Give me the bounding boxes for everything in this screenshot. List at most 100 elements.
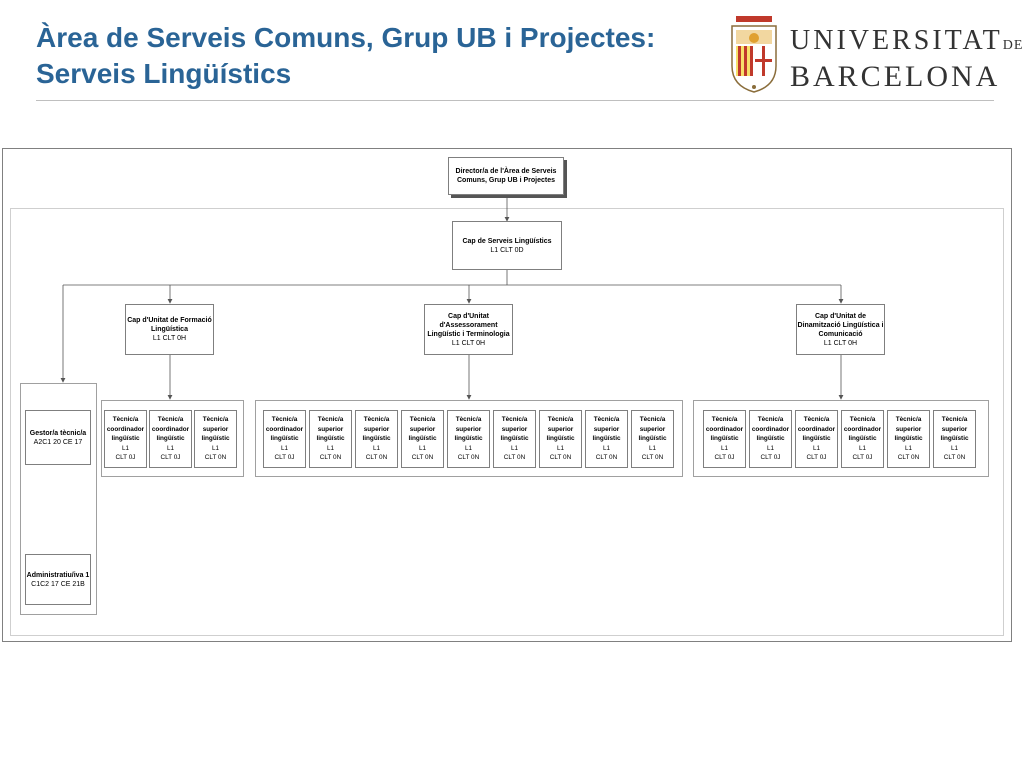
tecnic-coordinador-label: coordinador xyxy=(265,425,304,433)
tecnic-label: Tècnic/a xyxy=(157,416,184,424)
tecnic-label: Tècnic/a xyxy=(455,416,482,424)
unit-dinamitzacio-line-1: Cap d'Unitat de xyxy=(814,312,867,320)
tecnic-coordinador-label: coordinador xyxy=(751,425,790,433)
tecnic-clt-code: CLT 0J xyxy=(852,454,873,462)
tecnic-label: Tècnic/a xyxy=(895,416,922,424)
tecnic-linguistic-label: lingüístic xyxy=(638,435,667,443)
tecnic-clt-code: CLT 0J xyxy=(806,454,827,462)
tecnic-linguistic-label: lingüístic xyxy=(316,435,345,443)
tecnic-level: L1 xyxy=(766,444,775,452)
tecnic-clt-code: CLT 0N xyxy=(319,454,342,462)
slide-title-line-2: Serveis Lingüístics xyxy=(36,58,292,89)
tecnic-coordinador-label: coordinador xyxy=(106,425,145,433)
unit-dinamitzacio-code: L1 CLT 0H xyxy=(823,339,858,347)
tecnic-level: L1 xyxy=(950,444,959,452)
tecnic-superior-label: superior xyxy=(547,425,574,433)
unit-assessorament-code: L1 CLT 0H xyxy=(451,339,486,347)
tecnic-superior-label: superior xyxy=(639,425,666,433)
slide-title-line-1: Àrea de Serveis Comuns, Grup UB i Projec… xyxy=(36,22,656,53)
unit-assessorament-box: Cap d'Unitat d'Assessorament Lingüístic … xyxy=(424,304,513,355)
tecnic-clt-code: CLT 0J xyxy=(274,454,295,462)
tecnic-coordinador-label: coordinador xyxy=(843,425,882,433)
title-divider xyxy=(36,100,994,101)
director-line-2: Comuns, Grup UB i Projectes xyxy=(456,177,556,184)
administratiu-code: C1C2 17 CE 21B xyxy=(31,580,85,588)
org-chart-frame xyxy=(2,148,1012,642)
tecnic-level: L1 xyxy=(464,444,473,452)
tecnic-clt-code: CLT 0J xyxy=(714,454,735,462)
tecnic-clt-code: CLT 0J xyxy=(160,454,181,462)
tecnic-clt-code: CLT 0J xyxy=(115,454,136,462)
director-line-1: Director/a de l'Àrea de Serveis xyxy=(455,168,557,175)
director-box: Director/a de l'Àrea de Serveis Comuns, … xyxy=(448,157,564,195)
slide-title: Àrea de Serveis Comuns, Grup UB i Projec… xyxy=(36,20,736,92)
tecnic-clt-code: CLT 0N xyxy=(641,454,664,462)
tecnic-label: Tècnic/a xyxy=(501,416,528,424)
tecnic-level: L1 xyxy=(858,444,867,452)
unit-assessorament-line-2: d'Assessorament xyxy=(439,321,498,329)
tecnic-label: Tècnic/a xyxy=(547,416,574,424)
tecnic-level: L1 xyxy=(510,444,519,452)
tecnic-clt-code: CLT 0N xyxy=(943,454,966,462)
tecnic-level: L1 xyxy=(280,444,289,452)
tecnic-linguistic-label: lingüístic xyxy=(500,435,529,443)
tecnic-label: Tècnic/a xyxy=(757,416,784,424)
tecnic-clt-code: CLT 0N xyxy=(365,454,388,462)
unit-formacio-line-1: Cap d'Unitat de Formació xyxy=(127,317,212,324)
tecnic-linguistic-label: lingüístic xyxy=(894,435,923,443)
tecnic-label: Tècnic/a xyxy=(711,416,738,424)
unit-dinamitzacio-box: Cap d'Unitat de Dinamització Lingüística… xyxy=(796,304,885,355)
tecnic-coordinador-label: coordinador xyxy=(705,425,744,433)
gestor-tecnic-box: Gestor/a tècnic/a A2C1 20 CE 17 xyxy=(25,410,91,465)
unit-formacio-box: Cap d'Unitat de Formació Lingüística L1 … xyxy=(125,304,214,355)
tecnic-level: L1 xyxy=(904,444,913,452)
tecnic-clt-code: CLT 0N xyxy=(595,454,618,462)
tecnic-label: Tècnic/a xyxy=(593,416,620,424)
tecnic-level: L1 xyxy=(556,444,565,452)
tecnic-coordinador-label: coordinador xyxy=(797,425,836,433)
tecnic-label: Tècnic/a xyxy=(317,416,344,424)
tecnic-level: L1 xyxy=(648,444,657,452)
tecnic-clt-code: CLT 0N xyxy=(503,454,526,462)
tecnic-level: L1 xyxy=(812,444,821,452)
cap-serveis-title: Cap de Serveis Lingüístics xyxy=(462,237,552,245)
tecnic-superior-label: superior xyxy=(317,425,344,433)
university-name-line-1: UNIVERSITAT xyxy=(790,25,1003,56)
unit-dinamitzacio-line-2: Dinamització Lingüística i xyxy=(797,321,884,329)
tecnic-linguistic-label: lingüístic xyxy=(592,435,621,443)
university-logo: UNIVERSITATDE BARCELONA xyxy=(728,16,1022,96)
tecnic-superior-label: superior xyxy=(941,425,968,433)
tecnic-linguistic-label: lingüístic xyxy=(848,435,877,443)
cap-serveis-code: L1 CLT 0D xyxy=(490,246,524,254)
tecnic-label: Tècnic/a xyxy=(639,416,666,424)
tecnic-superior-label: superior xyxy=(501,425,528,433)
tecnic-coordinador-label: coordinador xyxy=(151,425,190,433)
tecnic-label: Tècnic/a xyxy=(849,416,876,424)
tecnic-clt-code: CLT 0J xyxy=(760,454,781,462)
tecnic-linguistic-label: lingüístic xyxy=(710,435,739,443)
tecnic-label: Tècnic/a xyxy=(941,416,968,424)
unit-formacio-line-2: Lingüística xyxy=(151,326,188,333)
tecnic-superior-label: superior xyxy=(409,425,436,433)
university-name-line-2: BARCELONA xyxy=(790,60,1001,93)
tecnic-linguistic-label: lingüístic xyxy=(362,435,391,443)
tecnic-superior-label: superior xyxy=(455,425,482,433)
tecnic-level: L1 xyxy=(326,444,335,452)
tecnic-superior-label: superior xyxy=(202,425,229,433)
tecnic-clt-code: CLT 0N xyxy=(204,454,227,462)
tecnic-linguistic-label: lingüístic xyxy=(802,435,831,443)
university-name-de: DE xyxy=(1002,38,1024,53)
tecnic-label: Tècnic/a xyxy=(363,416,390,424)
